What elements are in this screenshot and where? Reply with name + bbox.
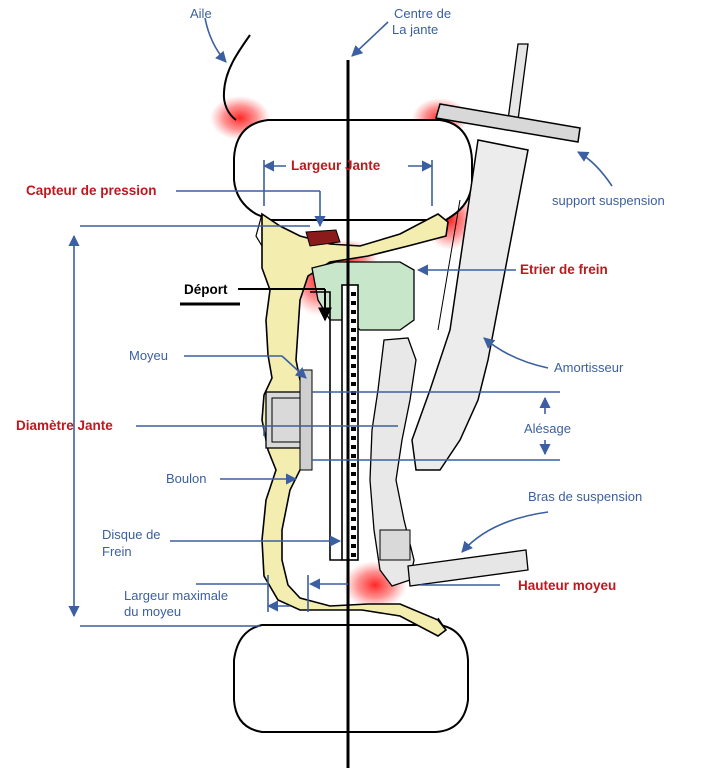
- disc-vent-hole: [351, 328, 356, 332]
- offset-leader: [180, 288, 332, 322]
- disc-vent-hole: [351, 373, 356, 377]
- shock-absorber: [411, 139, 529, 471]
- disc-vent-hole: [351, 418, 356, 422]
- brake-caliper: [311, 261, 415, 331]
- disc-vent-hole: [351, 310, 356, 314]
- disc-vent-hole: [351, 544, 356, 548]
- label-largeur-jante: Largeur Jante: [291, 158, 381, 173]
- disc-vent-hole: [351, 508, 356, 512]
- disc-vent-hole: [351, 319, 356, 323]
- label-capteur-pression: Capteur de pression: [26, 183, 157, 198]
- tyre-bottom: [233, 624, 469, 733]
- disc-vent-hole: [351, 292, 356, 296]
- disc-vent-hole: [351, 463, 356, 467]
- label-alesage: Alésage: [524, 421, 571, 436]
- label-disque-frein-1: Disque de: [102, 527, 161, 542]
- label-moyeu: Moyeu: [129, 348, 169, 363]
- label-amortisseur: Amortisseur: [554, 360, 624, 375]
- label-hauteur-moyeu: Hauteur moyeu: [518, 578, 617, 593]
- disc-vent-hole: [351, 445, 356, 449]
- label-support-suspension: support suspension: [552, 193, 665, 208]
- disc-vent-hole: [351, 355, 356, 359]
- label-disque-frein-2: Frein: [102, 544, 132, 559]
- label-diametre-jante: Diamètre Jante: [16, 418, 113, 433]
- disc-vent-hole: [351, 553, 356, 557]
- disc-vent-hole: [351, 517, 356, 521]
- label-boulon: Boulon: [166, 471, 207, 486]
- disc-vent-hole: [351, 499, 356, 503]
- disc-vent-hole: [351, 481, 356, 485]
- disc-vent-hole: [351, 427, 356, 431]
- strut-top-mount: [435, 103, 581, 143]
- label-bras-suspension: Bras de suspension: [528, 489, 643, 504]
- label-centre-jante-1: Centre de: [394, 6, 452, 21]
- leader-lines: [68, 17, 613, 627]
- disc-vent-hole: [351, 436, 356, 440]
- label-etrier-frein: Etrier de frein: [520, 262, 608, 277]
- disc-vent-hole: [351, 391, 356, 395]
- brake-disc-vents: [351, 292, 356, 557]
- disc-vent-hole: [351, 490, 356, 494]
- label-aile: Aile: [190, 6, 212, 21]
- label-deport: Déport: [184, 282, 228, 297]
- disc-vent-hole: [351, 346, 356, 350]
- label-largeur-max-moyeu-2: du moyeu: [124, 604, 182, 619]
- pressure-sensor: [305, 229, 341, 247]
- fender: [222, 34, 251, 121]
- disc-vent-hole: [351, 337, 356, 341]
- shock-rod: [507, 43, 529, 121]
- suspension-arm: [407, 549, 529, 587]
- label-centre-jante-2: La jante: [392, 22, 439, 37]
- disc-vent-hole: [351, 400, 356, 404]
- disc-vent-hole: [351, 382, 356, 386]
- disc-vent-hole: [351, 454, 356, 458]
- disc-vent-hole: [351, 364, 356, 368]
- disc-vent-hole: [351, 526, 356, 530]
- disc-vent-hole: [351, 301, 356, 305]
- disc-vent-hole: [351, 472, 356, 476]
- label-largeur-max-moyeu-1: Largeur maximale: [124, 588, 229, 603]
- disc-vent-hole: [351, 535, 356, 539]
- disc-vent-hole: [351, 409, 356, 413]
